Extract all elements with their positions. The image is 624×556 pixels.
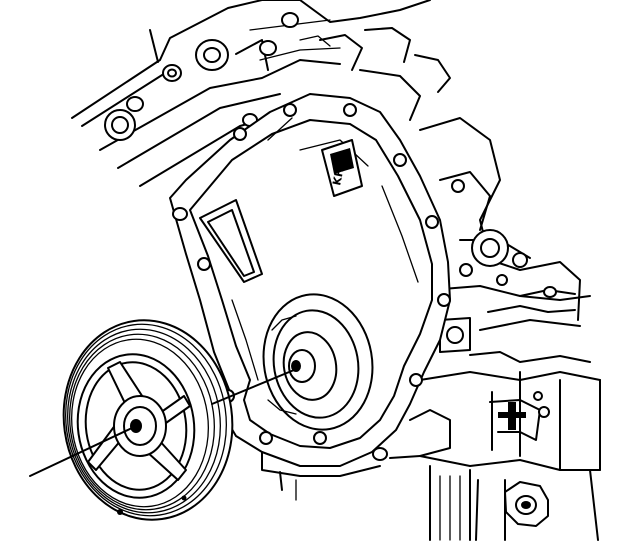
oil-pan-edge <box>261 451 421 501</box>
head-bolts <box>104 12 299 141</box>
crankshaft-front-seal <box>262 293 374 431</box>
cover-label-text: KHa <box>330 159 348 186</box>
leader-crankshaft-seal <box>211 369 295 405</box>
cover-label-plate: KHa <box>321 139 363 197</box>
oil-sensor <box>504 481 549 527</box>
leader-crankshaft-balancer <box>29 427 133 477</box>
right-side-components <box>409 117 601 541</box>
leader-lines <box>29 369 295 477</box>
crankshaft-balancer <box>62 319 234 521</box>
